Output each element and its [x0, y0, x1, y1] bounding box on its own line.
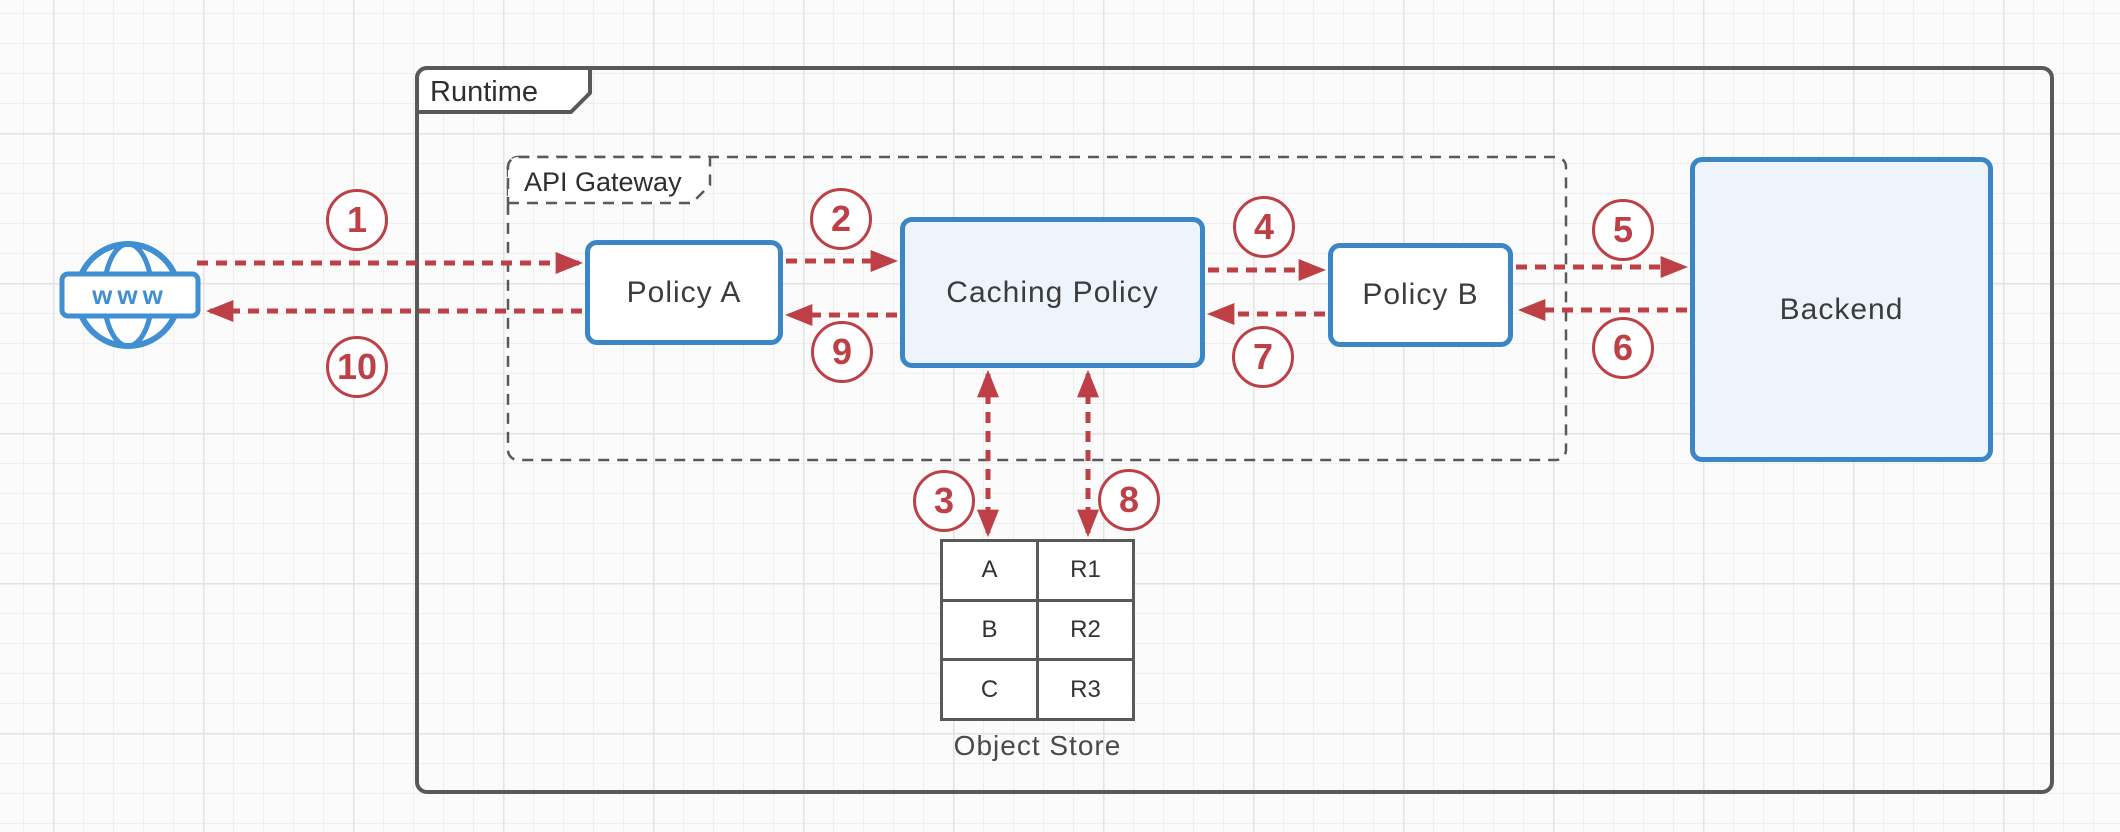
object-store-caption: Object Store — [953, 730, 1122, 761]
node-policy-a: Policy A — [585, 240, 783, 345]
flow-step-badge-8: 8 — [1098, 469, 1160, 531]
node-caching-policy: Caching Policy — [900, 217, 1205, 368]
flow-step-badge-10: 10 — [326, 336, 388, 398]
runtime-title-tab — [415, 66, 592, 114]
object-store-table: A R1 B R2 C R3 — [940, 539, 1135, 721]
object-store-cell-value-2: R2 — [1039, 601, 1132, 659]
flow-step-badge-4: 4 — [1233, 196, 1295, 258]
flow-step-badge-2: 2 — [810, 188, 872, 250]
flow-step-badge-3: 3 — [913, 470, 975, 532]
flow-step-badge-1: 1 — [326, 189, 388, 251]
object-store-cell-value-3: R3 — [1039, 661, 1132, 718]
api-gateway-container-border — [506, 155, 1568, 462]
runtime-container-border — [415, 66, 2054, 794]
object-store-cell-value-1: R1 — [1039, 542, 1132, 599]
www-banner-label: www — [92, 279, 168, 310]
globe-www-icon — [59, 241, 201, 349]
flow-step-badge-7: 7 — [1232, 326, 1294, 388]
runtime-frame-label: Runtime — [430, 75, 538, 108]
api-gateway-title-tab — [506, 155, 712, 205]
object-store-cell-key-1: A — [943, 542, 1036, 599]
object-store-cell-key-3: C — [943, 661, 1036, 718]
flow-step-badge-6: 6 — [1592, 317, 1654, 379]
api-gateway-frame-label: API Gateway — [524, 166, 682, 197]
flow-step-badge-9: 9 — [811, 321, 873, 383]
node-backend: Backend — [1690, 157, 1993, 462]
node-policy-b: Policy B — [1328, 243, 1513, 347]
object-store-cell-key-2: B — [943, 601, 1036, 659]
flow-step-badge-5: 5 — [1592, 199, 1654, 261]
